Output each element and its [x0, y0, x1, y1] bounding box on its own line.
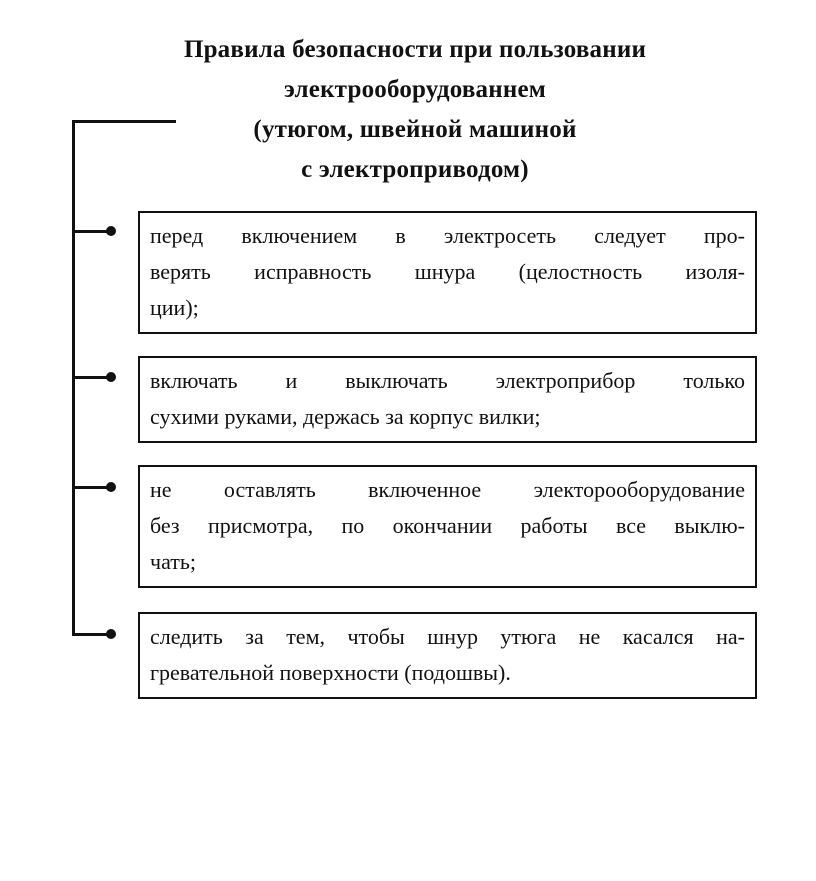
connector-branch-2 — [72, 376, 112, 379]
bullet-1 — [106, 226, 116, 236]
rule-2-line-1: включать и выключать электроприбор тольк… — [150, 368, 745, 393]
rule-1-line-3: ции); — [150, 295, 199, 320]
rule-3-line-1: не оставлять включенное электорооборудов… — [150, 477, 745, 502]
title-line-2: электрооборудованнем — [284, 76, 546, 103]
title-line-1: Правила безопасности при пользовании — [183, 36, 647, 63]
connector-top-arm — [72, 120, 176, 123]
rule-1-line-2: верять исправность шнура (целостность из… — [150, 259, 745, 284]
rule-1-line-1: перед включением в электросеть следует п… — [150, 223, 745, 248]
title-line-4: с электроприводом) — [301, 156, 529, 183]
rule-box-2: включать и выключать электроприбор тольк… — [138, 356, 757, 443]
diagram-title: Правила безопасности при пользовании эле… — [100, 30, 730, 190]
rule-box-3: не оставлять включенное электорооборудов… — [138, 465, 757, 588]
rule-3-line-2: без присмотра, по окончании работы все в… — [150, 513, 745, 538]
bullet-3 — [106, 482, 116, 492]
bullet-2 — [106, 372, 116, 382]
rule-4-line-1: следить за тем, чтобы шнур утюга не каса… — [150, 624, 745, 649]
rule-2-line-2: сухими руками, держась за корпус вилки; — [150, 404, 541, 429]
rule-3-line-3: чать; — [150, 549, 197, 574]
rule-box-4: следить за тем, чтобы шнур утюга не каса… — [138, 612, 757, 699]
rule-box-1: перед включением в электросеть следует п… — [138, 211, 757, 334]
title-line-3: (утюгом, швейной машиной — [253, 116, 577, 143]
connector-branch-3 — [72, 486, 112, 489]
rule-4-line-2: гревательной поверхности (подошвы). — [150, 660, 511, 685]
connector-branch-1 — [72, 230, 112, 233]
connector-branch-4 — [72, 633, 112, 636]
bullet-4 — [106, 629, 116, 639]
